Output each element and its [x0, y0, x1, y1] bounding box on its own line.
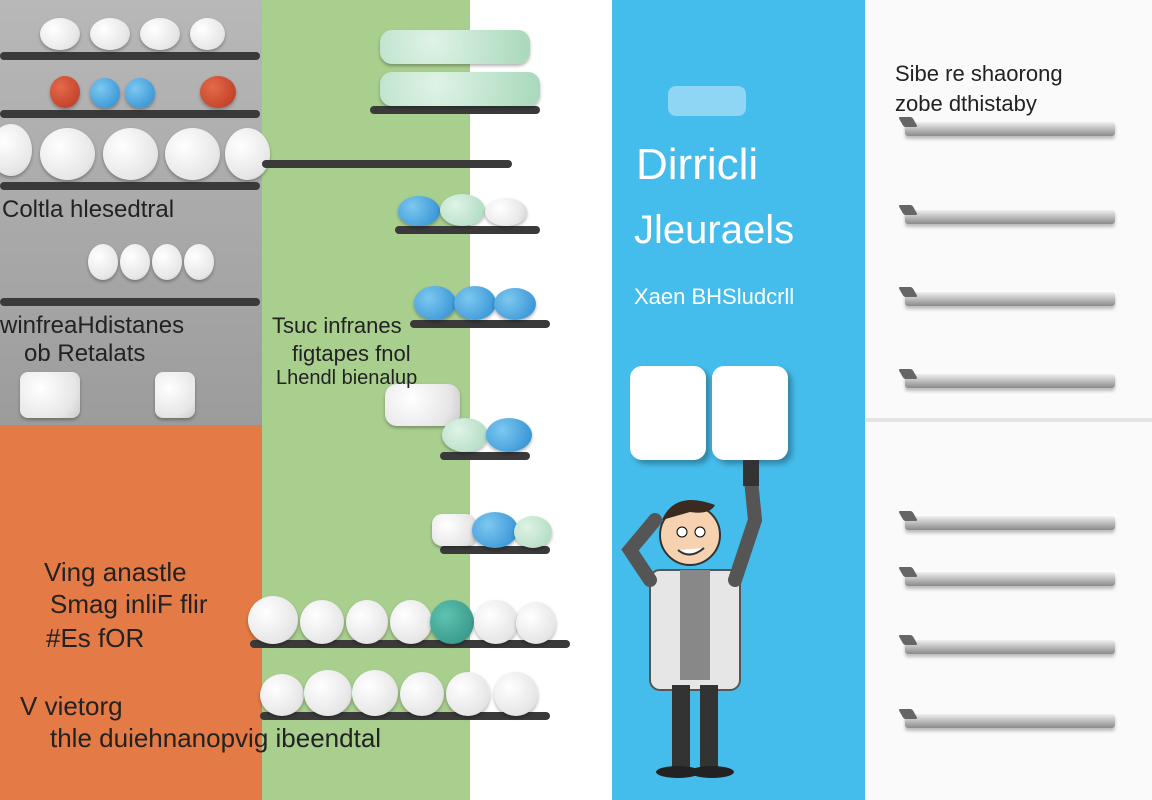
pill [184, 244, 214, 280]
shelf-bar [905, 292, 1115, 306]
gray-heading: Coltla hlesedtral [2, 196, 175, 223]
shelf [250, 640, 570, 648]
bottom-text-line2: thle duiehnanopvig ibeendtal [50, 723, 382, 753]
pill [446, 672, 490, 716]
pill [400, 672, 444, 716]
scientist-illustration [621, 460, 763, 778]
pill [40, 128, 95, 180]
gray-subheading-line1: winfreaHdistanes [0, 312, 185, 339]
divider [865, 418, 1152, 422]
pill [440, 194, 485, 226]
pill [494, 288, 536, 320]
orange-text-line1: Ving anastle [44, 557, 187, 587]
shelf [0, 182, 260, 190]
pill [40, 18, 80, 50]
pill [514, 516, 552, 548]
pill [103, 128, 158, 180]
shelf [440, 452, 530, 460]
pill [485, 198, 527, 226]
pill-icon [668, 86, 746, 116]
large-pill [630, 366, 706, 460]
pill [432, 514, 476, 546]
shelf-bar [905, 640, 1115, 654]
pill [352, 670, 398, 716]
pill [125, 78, 155, 108]
pill [430, 600, 474, 644]
shelf [0, 52, 260, 60]
orange-text-line2: Smag inliF flir [50, 589, 208, 619]
pill [486, 418, 532, 452]
shelf [0, 298, 260, 306]
green-text-line2: figtapes fnol [292, 341, 411, 366]
pill [225, 128, 270, 180]
shelf [370, 106, 540, 114]
pill [414, 286, 456, 320]
bottom-text-line1: V vietorg [20, 691, 123, 721]
shelf [395, 226, 540, 234]
shelf [0, 110, 260, 118]
pill [380, 72, 540, 106]
large-pill [712, 366, 788, 460]
right-heading-line2: zobe dthistaby [895, 91, 1037, 116]
pill [50, 76, 80, 108]
pill [300, 600, 344, 644]
pill [90, 78, 120, 108]
pill [442, 418, 488, 452]
pill [454, 286, 496, 320]
blue-subtitle: Xaen BHSludcrll [634, 284, 795, 309]
pill [494, 672, 538, 716]
right-heading-line1: Sibe re shaorong [895, 61, 1063, 86]
shelf-bar [905, 210, 1115, 224]
shelf-bar [905, 714, 1115, 728]
orange-text-line3: #Es fOR [46, 623, 145, 653]
shelf [440, 546, 550, 554]
blue-title-line1: Dirricli [636, 140, 759, 189]
pill [304, 670, 352, 716]
pill [380, 30, 530, 64]
pill [248, 596, 298, 644]
gray-shelf-panel [0, 0, 262, 425]
pill [260, 674, 304, 716]
pill [90, 18, 130, 50]
pill [390, 600, 432, 644]
pill [385, 384, 460, 426]
shelf [410, 320, 550, 328]
green-text-line1: Tsuc infranes [272, 313, 402, 338]
pill [140, 18, 180, 50]
pill [516, 602, 556, 644]
pill [165, 128, 220, 180]
shelf-bar [905, 516, 1115, 530]
pill [200, 76, 236, 108]
blue-title-line2: Jleuraels [634, 208, 795, 252]
pill [155, 372, 195, 418]
shelf-bar [905, 374, 1115, 388]
orange-panel [0, 425, 262, 800]
pill [152, 244, 182, 280]
gray-subheading-line2: ob Retalats [24, 340, 146, 367]
pill [472, 512, 518, 548]
pill [20, 372, 80, 418]
green-text-line3: Lhendl bienalup [276, 367, 418, 389]
pill [88, 244, 118, 280]
pill [346, 600, 388, 644]
shelf [262, 160, 512, 168]
pill [120, 244, 150, 280]
shelf [260, 712, 550, 720]
shelf-bar [905, 572, 1115, 586]
pill [398, 196, 440, 226]
pill [190, 18, 225, 50]
shelf-bar [905, 122, 1115, 136]
pill [474, 600, 518, 644]
